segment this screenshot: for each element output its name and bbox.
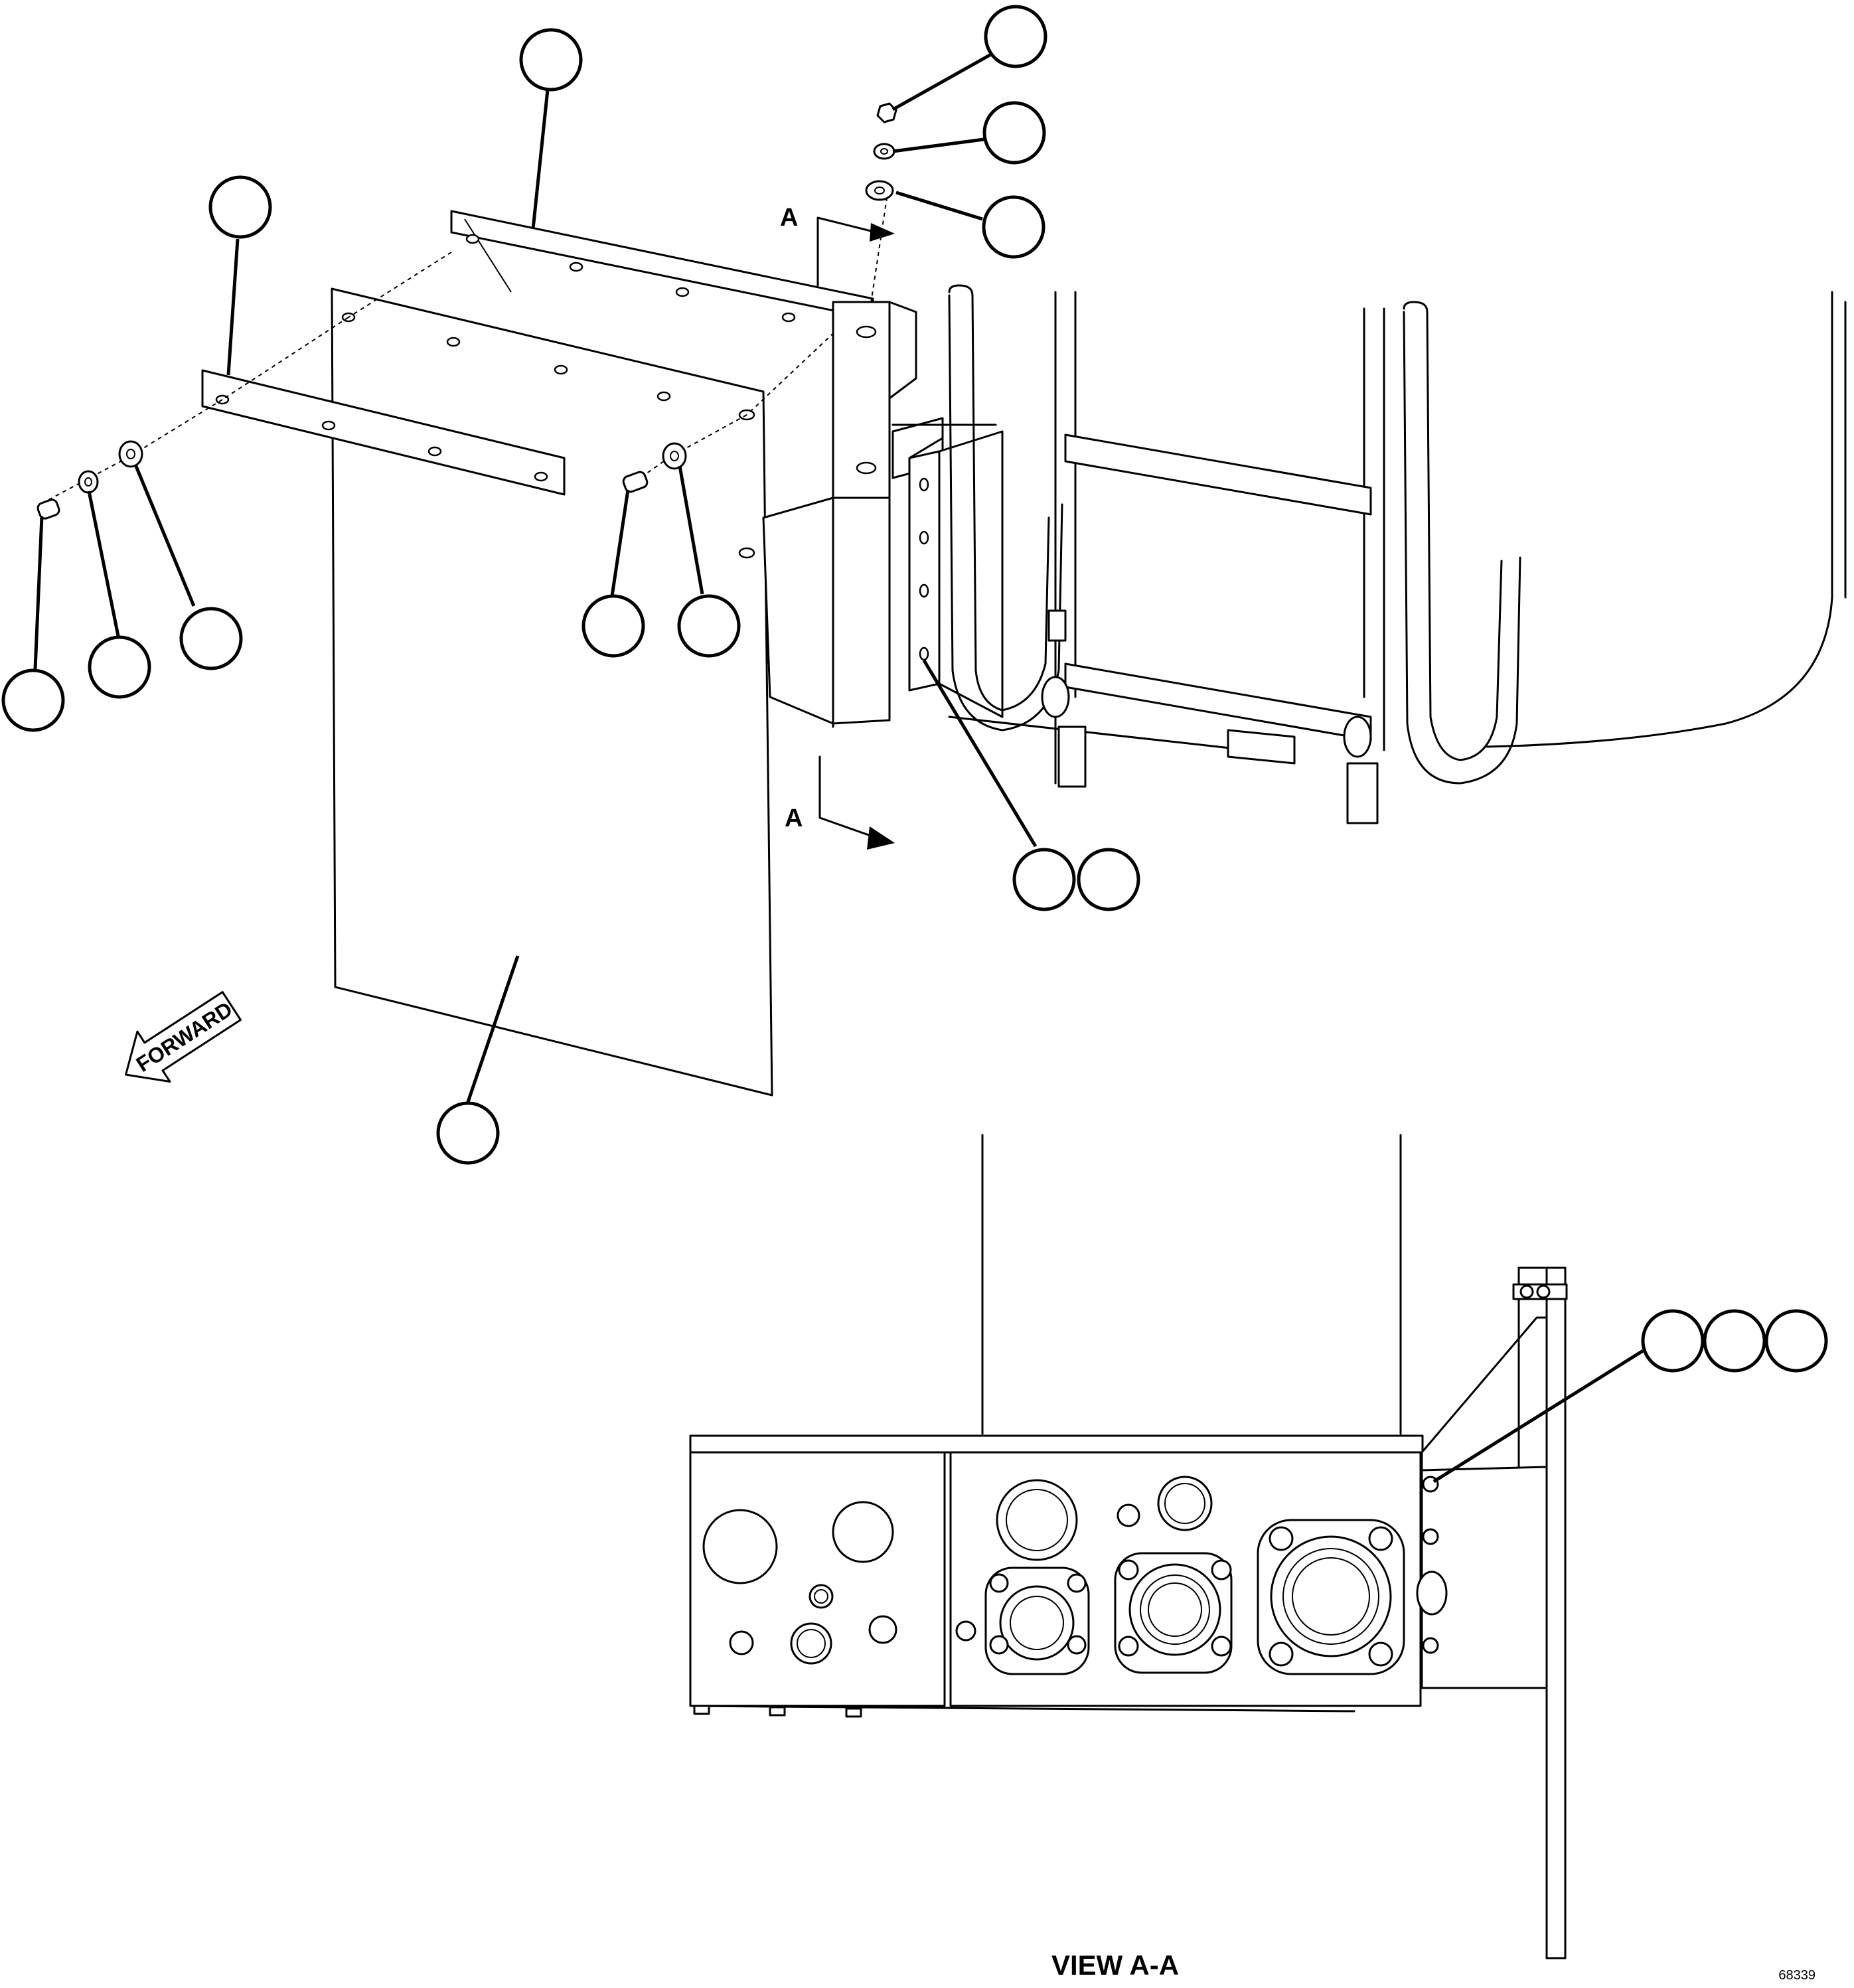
callout-bubble[interactable] xyxy=(179,607,243,670)
callout-bubble[interactable] xyxy=(436,1101,500,1165)
callout-bubble[interactable] xyxy=(982,101,1046,165)
mud-flap xyxy=(331,287,773,1097)
forward-arrow: FORWARD xyxy=(125,991,242,1083)
callout-bubble[interactable] xyxy=(1764,1309,1828,1373)
top-fasteners xyxy=(865,102,897,201)
callout-bubble[interactable] xyxy=(984,5,1047,68)
bolt-left xyxy=(37,498,60,520)
callout-bubble[interactable] xyxy=(1,668,65,732)
ladder xyxy=(948,284,1521,824)
left-fasteners xyxy=(37,440,143,520)
mud-flap-holes xyxy=(341,312,755,559)
callout-bubble[interactable] xyxy=(1012,848,1076,911)
callout-bubble[interactable] xyxy=(1703,1309,1766,1373)
bracket-assembly xyxy=(762,301,1296,765)
callout-bubble[interactable] xyxy=(208,175,272,239)
callout-bubble[interactable] xyxy=(677,594,741,658)
section-marker-bottom: A xyxy=(785,755,895,850)
flange-1 xyxy=(984,1567,1090,1675)
callout-bubble[interactable] xyxy=(88,635,151,699)
section-view-a-a: VIEW A-A 68339 xyxy=(689,1134,1815,1983)
section-letter-bottom: A xyxy=(785,804,803,832)
clamp-strip-holes xyxy=(215,394,548,482)
callout-bubble[interactable] xyxy=(982,195,1045,259)
callout-bubble[interactable] xyxy=(1077,848,1140,911)
clamp-strip xyxy=(201,369,566,496)
callout-leaders xyxy=(33,50,1644,1484)
flange-2 xyxy=(1114,1552,1233,1674)
exploded-view: A A FORWARD xyxy=(37,102,1847,1097)
side-bracket xyxy=(1416,1266,1568,1959)
bolt-right xyxy=(622,471,649,493)
left-ports xyxy=(702,1501,897,1665)
flange-3 xyxy=(1257,1519,1405,1675)
lock-washer-left xyxy=(78,470,99,494)
view-label: VIEW A-A xyxy=(1051,1950,1179,1981)
right-ports xyxy=(955,1476,1405,1675)
callout-bubble[interactable] xyxy=(1641,1309,1705,1373)
right-fasteners xyxy=(622,442,687,493)
mounting-plate-holes xyxy=(465,234,796,323)
flat-washer-right xyxy=(662,442,687,470)
tank-outline xyxy=(1486,291,1847,748)
figure-number: 68339 xyxy=(1778,1968,1815,1983)
bottom-bolts xyxy=(693,1705,862,1718)
forward-label: FORWARD xyxy=(132,997,237,1077)
callout-bubbles xyxy=(1,5,1828,1373)
section-marker-top: A xyxy=(780,204,895,287)
lock-washer-top xyxy=(873,143,895,160)
section-letter-top: A xyxy=(780,204,798,232)
mounting-plate xyxy=(450,210,874,320)
nut-top xyxy=(876,102,897,123)
flat-washer-top xyxy=(865,180,894,201)
flat-washer-left xyxy=(118,440,143,468)
callout-bubble[interactable] xyxy=(519,28,583,92)
callout-bubble[interactable] xyxy=(581,594,645,658)
